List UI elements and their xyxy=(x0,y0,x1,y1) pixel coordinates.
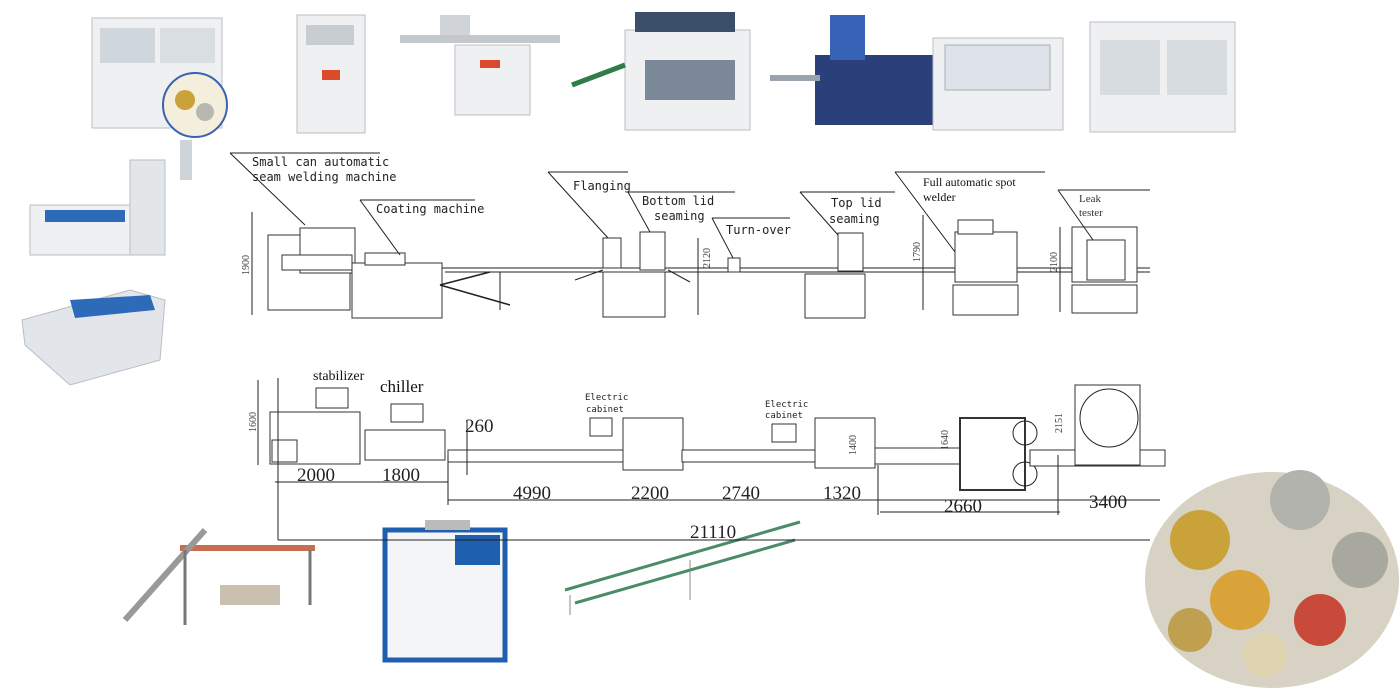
photo-sheet-feeder xyxy=(21,289,166,386)
photo-seam-welder xyxy=(91,17,228,138)
photo-chiller xyxy=(382,520,508,663)
label-cabinet2-line1: Electric xyxy=(765,400,808,410)
length-3400: 3400 xyxy=(1089,492,1127,513)
length-2660: 2660 xyxy=(944,496,982,517)
label-seam-welder-line2: seam welding machine xyxy=(252,170,397,184)
length-2000: 2000 xyxy=(297,465,335,486)
label-coating-machine: Coating machine xyxy=(376,202,484,216)
label-chiller: chiller xyxy=(380,377,424,396)
photo-coating-machine xyxy=(400,15,560,116)
label-top-lid-line2: seaming xyxy=(829,212,880,226)
label-top-lid-line1: Top lid xyxy=(831,196,882,210)
photo-cans xyxy=(1145,470,1399,688)
photo-tester-cabinet xyxy=(1089,21,1236,133)
length-2200: 2200 xyxy=(631,483,669,504)
height-1640: 1640 xyxy=(940,430,951,450)
photo-seaming-machine xyxy=(571,12,751,131)
label-bottom-lid-line2: seaming xyxy=(654,209,705,223)
label-seam-welder-line1: Small can automatic xyxy=(252,155,389,169)
height-1400: 1400 xyxy=(848,435,859,455)
label-leak-line1: Leak xyxy=(1079,193,1101,205)
label-stabilizer: stabilizer xyxy=(313,369,365,384)
label-spot-welder-line2: welder xyxy=(923,190,956,204)
photo-slitter xyxy=(29,140,192,256)
length-1320: 1320 xyxy=(823,483,861,504)
label-spot-welder-line1: Full automatic spot xyxy=(923,175,1016,189)
height-1600: 1600 xyxy=(248,412,259,432)
plan-view-drawing xyxy=(257,378,1166,541)
total-length-21110: 21110 xyxy=(690,522,736,543)
photo-electric-cabinet xyxy=(296,14,366,134)
height-260: 260 xyxy=(465,416,494,437)
length-4990: 4990 xyxy=(513,483,551,504)
elevation-drawing xyxy=(229,152,1150,319)
label-cabinet1-line1: Electric xyxy=(585,393,628,403)
photo-can-conveyor xyxy=(564,520,801,615)
height-1900: 1900 xyxy=(241,255,252,275)
label-cabinet2-line2: cabinet xyxy=(765,411,803,421)
height-2120: 2120 xyxy=(702,248,713,268)
label-cabinet1-line2: cabinet xyxy=(586,405,624,415)
label-bottom-lid-line1: Bottom lid xyxy=(642,194,714,208)
photo-conveyor-platform xyxy=(122,528,315,625)
label-turn-over: Turn-over xyxy=(726,223,791,237)
photo-leak-tester xyxy=(932,37,1064,131)
label-leak-line2: tester xyxy=(1079,207,1103,219)
height-1790: 1790 xyxy=(912,242,923,262)
length-1800: 1800 xyxy=(382,465,420,486)
photo-spot-welder xyxy=(770,15,935,125)
height-2100: 2100 xyxy=(1049,252,1060,272)
label-flanging: Flanging xyxy=(573,179,631,193)
height-2151: 2151 xyxy=(1054,413,1065,433)
length-2740: 2740 xyxy=(722,483,760,504)
